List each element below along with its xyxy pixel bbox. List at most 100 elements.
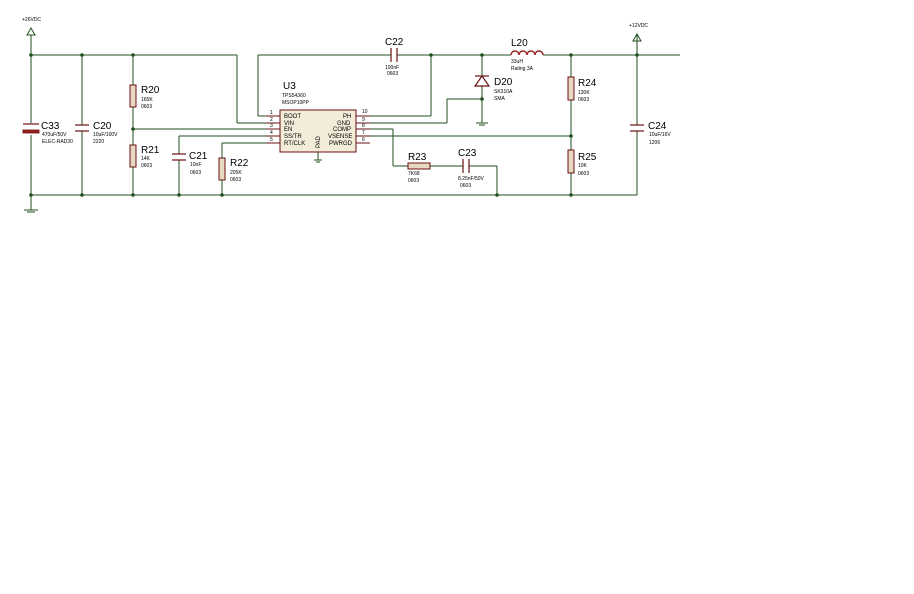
pin-name: SS/TR <box>284 134 302 140</box>
ic-pin-right-9: 9 GND <box>337 117 370 127</box>
ic-pin-left-1: 1 BOOT <box>266 110 301 120</box>
c24-value: 10uF/16V <box>649 132 671 138</box>
junction-dot <box>131 127 135 131</box>
r24-value: 130K <box>578 90 590 96</box>
ic-pin-left-2: 2 VIN <box>266 117 294 127</box>
power-arrow-icon <box>632 32 642 42</box>
c20-capacitor: C20 10uF/100V 2220 <box>75 121 118 145</box>
vout-label: +12VDC <box>629 23 648 29</box>
l20-package: Rating 3A <box>511 66 534 72</box>
r22-ref: R22 <box>230 158 249 169</box>
c20-ref: C20 <box>93 121 112 132</box>
junction-dot <box>131 193 135 197</box>
c24-capacitor: C24 10uF/16V 1206 <box>630 121 671 146</box>
c33-package: ELEC-RAD30 <box>42 139 73 145</box>
l20-inductor: L20 33uH Rating 3A <box>507 38 544 72</box>
pin-number: 4 <box>270 130 273 136</box>
resistor-body <box>129 144 137 168</box>
d20-diode: D20 SK310A SMA <box>473 74 513 102</box>
junction-dot <box>495 193 499 197</box>
ic-pin-left-4: 4 SS/TR <box>266 130 302 140</box>
pin-name: COMP <box>333 127 351 133</box>
c23-capacitor: C23 8.25nF/50V 0603 <box>458 148 485 189</box>
l20-ref: L20 <box>511 38 528 49</box>
junction-dots <box>29 53 639 197</box>
junction-dot <box>569 53 573 57</box>
l20-value: 33uH <box>511 59 523 65</box>
r23-ref: R23 <box>408 152 427 163</box>
pin-number: 8 <box>362 123 365 129</box>
pin-number: 6 <box>362 137 365 143</box>
diode-triangle-icon <box>473 74 491 87</box>
junction-dot <box>480 53 484 57</box>
c23-package: 0603 <box>460 183 471 189</box>
pin-name: VSENSE <box>328 134 352 140</box>
pin-name: EN <box>284 127 292 133</box>
pin-name: PH <box>343 114 351 120</box>
junction-dot <box>635 53 639 57</box>
vin-power-symbol: +26VDC <box>22 17 41 36</box>
d20-value: SK310A <box>494 89 513 95</box>
r20-resistor: R20 165K 0603 <box>129 84 160 110</box>
pin-name: VIN <box>284 121 294 127</box>
resistor-body <box>218 157 226 181</box>
junction-dot <box>80 193 84 197</box>
r22-resistor: R22 205K 0603 <box>218 157 249 183</box>
pin-number: 1 <box>270 110 273 116</box>
c21-capacitor: C21 10nF 0603 <box>172 151 208 176</box>
r21-package: 0603 <box>141 163 152 169</box>
r25-package: 0603 <box>578 171 589 177</box>
inductor-coil-icon <box>510 50 544 56</box>
ic-pin-left-5: 5 RT/CLK <box>266 137 305 147</box>
u3-ic: U3 TPS54360 MSOP10PP PAD 1 BOOT 2 VIN 3 … <box>266 81 370 153</box>
r20-package: 0603 <box>141 104 152 110</box>
ic-pin-right-10: 10 PH <box>343 109 370 120</box>
c33-value: 470uF/50V <box>42 132 67 138</box>
u3-package: MSOP10PP <box>282 100 310 106</box>
r25-resistor: R25 10K 0603 <box>567 149 597 177</box>
resistor-body <box>407 162 431 170</box>
junction-dot <box>569 193 573 197</box>
pin-number: 3 <box>270 123 273 129</box>
u3-part: TPS54360 <box>282 93 306 99</box>
ic-pin-left-3: 3 EN <box>266 123 292 133</box>
c20-value: 10uF/100V <box>93 132 118 138</box>
c22-ref: C22 <box>385 37 404 48</box>
c22-package: 0603 <box>387 71 398 77</box>
r21-ref: R21 <box>141 145 160 156</box>
junction-dot <box>29 193 33 197</box>
r21-resistor: R21 14K 0603 <box>129 144 160 169</box>
c20-package: 2220 <box>93 139 104 145</box>
resistor-body <box>567 76 575 101</box>
r23-resistor: R23 7K68 0603 <box>407 152 431 184</box>
c22-capacitor: C22 100nF 0603 <box>385 37 404 77</box>
junction-dot <box>29 53 33 57</box>
pin-number: 7 <box>362 130 365 136</box>
r25-value: 10K <box>578 163 588 169</box>
pin-name: BOOT <box>284 114 301 120</box>
junction-dot <box>429 53 433 57</box>
r21-value: 14K <box>141 156 151 162</box>
r23-package: 0603 <box>408 178 419 184</box>
r24-ref: R24 <box>578 78 597 89</box>
pin-number: 9 <box>362 117 365 123</box>
c21-value: 10nF <box>190 162 201 168</box>
c24-ref: C24 <box>648 121 667 132</box>
pin-number: 10 <box>362 109 368 115</box>
junction-dot <box>80 53 84 57</box>
junction-dot <box>177 193 181 197</box>
r24-resistor: R24 130K 0603 <box>567 76 597 103</box>
vout-power-symbol: +12VDC <box>629 23 648 42</box>
c33-capacitor: C33 470uF/50V ELEC-RAD30 <box>22 121 73 145</box>
junction-dot <box>131 53 135 57</box>
junction-dot <box>480 97 484 101</box>
c33-ref: C33 <box>41 121 60 132</box>
c21-ref: C21 <box>189 151 208 162</box>
vin-label: +26VDC <box>22 17 41 23</box>
ic-body <box>279 109 357 153</box>
pin-name: GND <box>337 121 351 127</box>
c23-ref: C23 <box>458 148 477 159</box>
pin-number: 2 <box>270 117 273 123</box>
r20-value: 165K <box>141 97 153 103</box>
